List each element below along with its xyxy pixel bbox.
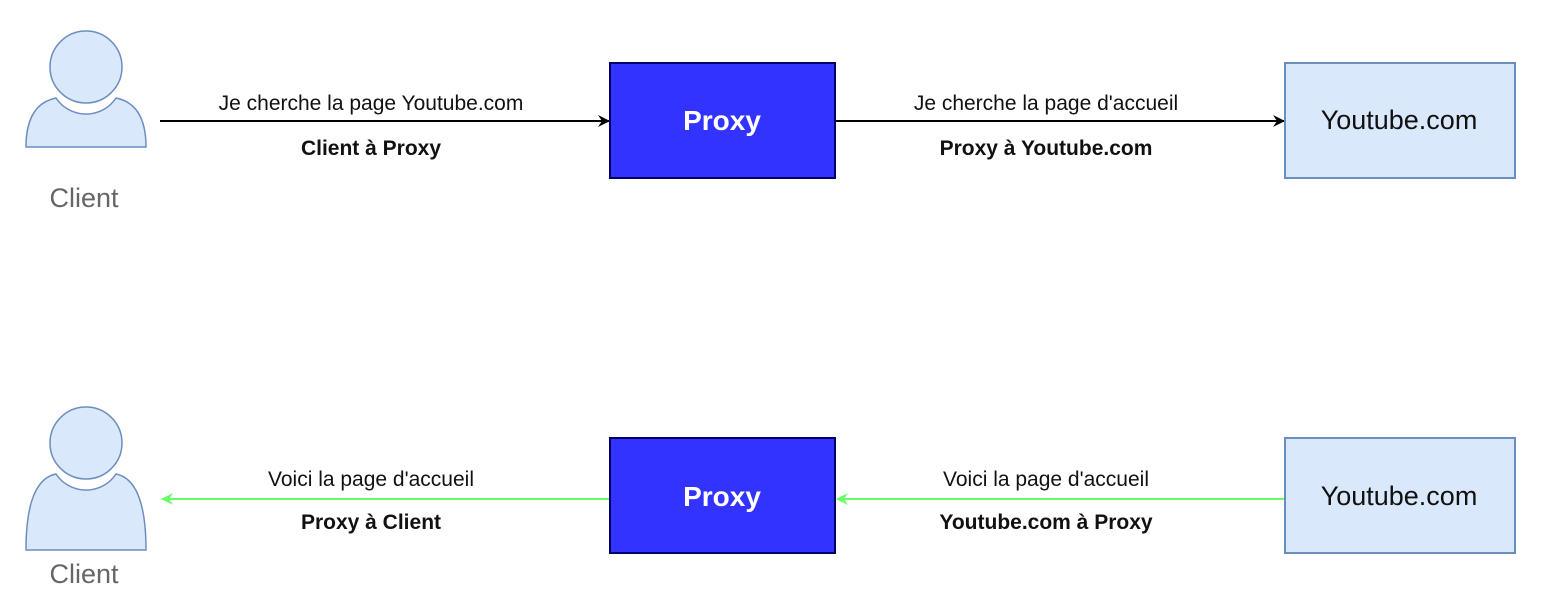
response-flow: Client Voici la page d'accueil Proxy à C… (25, 406, 1516, 589)
client-label: Client (49, 559, 119, 589)
proxy-label: Proxy (683, 105, 761, 136)
proxy-node (609, 437, 836, 554)
edge-message-proxy-to-client: Voici la page d'accueil (268, 468, 474, 491)
server-node (1284, 437, 1516, 554)
client-actor-icon (25, 406, 147, 551)
edge-route-client-to-proxy: Client à Proxy (301, 137, 441, 160)
edge-route-proxy-to-client: Proxy à Client (301, 511, 441, 534)
edge-message-server-to-proxy: Voici la page d'accueil (943, 468, 1149, 491)
client-label: Client (49, 183, 119, 213)
edge-route-server-to-proxy: Youtube.com à Proxy (939, 511, 1152, 534)
client-actor-icon (25, 30, 147, 148)
edge-message-client-to-proxy: Je cherche la page Youtube.com (219, 92, 524, 115)
server-label: Youtube.com (1321, 481, 1478, 511)
server-label: Youtube.com (1321, 105, 1478, 135)
server-node (1284, 62, 1516, 179)
edge-message-proxy-to-server: Je cherche la page d'accueil (914, 92, 1178, 115)
proxy-label: Proxy (683, 481, 761, 512)
request-flow: Client Je cherche la page Youtube.com Cl… (25, 30, 1516, 213)
edge-route-proxy-to-server: Proxy à Youtube.com (940, 137, 1153, 160)
